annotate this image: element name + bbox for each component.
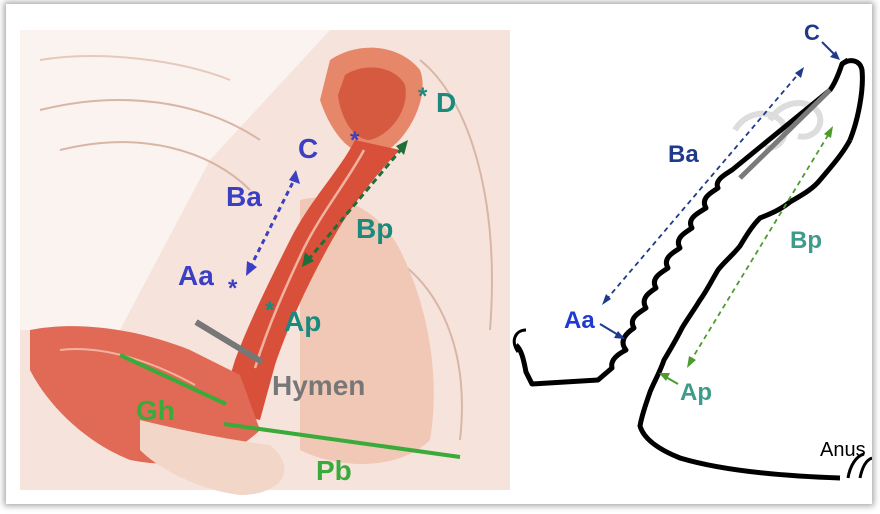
- label-d: D: [436, 87, 456, 118]
- label-ba: Ba: [226, 181, 262, 212]
- schematic-ba-arrowhead-bottom: [602, 294, 611, 305]
- asterisk-icon: *: [228, 275, 238, 302]
- schematic-ap-arrowhead: [659, 373, 670, 381]
- label-aa: Aa: [178, 260, 214, 291]
- anus-curl: [860, 458, 872, 478]
- posterior-wall-outline: [640, 140, 850, 478]
- schematic-label-bp: Bp: [790, 227, 822, 254]
- schematic-ba-arrow: [606, 72, 800, 300]
- schematic-label-anus: Anus: [820, 439, 866, 461]
- label-pb: Pb: [316, 455, 352, 486]
- schematic-ba-arrowhead-top: [795, 67, 804, 78]
- schematic-label-c: C: [804, 20, 820, 45]
- schematic-bp-arrowhead-bottom: [687, 356, 696, 368]
- asterisk-icon: *: [418, 83, 428, 110]
- panel-gap: [510, 30, 524, 490]
- label-gh: Gh: [136, 395, 175, 426]
- schematic-label-ap: Ap: [680, 379, 712, 406]
- pelvic-diagram: C D Ba Bp Aa Ap Hymen Gh Pb * * * *: [6, 4, 872, 504]
- asterisk-icon: *: [265, 297, 275, 324]
- label-bp: Bp: [356, 213, 393, 244]
- vault-cap-outline: [842, 61, 862, 140]
- figure-frame: C D Ba Bp Aa Ap Hymen Gh Pb * * * *: [6, 4, 872, 504]
- label-hymen: Hymen: [272, 370, 365, 401]
- schematic-diagram: C Ba Bp Aa Ap Anus: [514, 20, 872, 478]
- schematic-label-ba: Ba: [668, 141, 699, 168]
- label-c: C: [298, 133, 318, 164]
- schematic-bp-arrowhead-top: [824, 126, 833, 138]
- schematic-label-aa: Aa: [564, 307, 595, 334]
- asterisk-icon: *: [350, 127, 360, 154]
- anterior-wall-outline: [516, 60, 848, 384]
- label-ap: Ap: [284, 306, 321, 337]
- anatomical-illustration: C D Ba Bp Aa Ap Hymen Gh Pb * * * *: [20, 30, 510, 495]
